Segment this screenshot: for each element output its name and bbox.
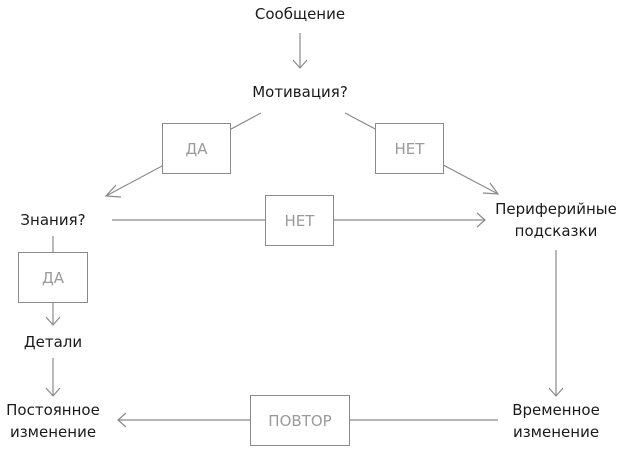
node-temporary-change: Временное изменение [496,399,616,443]
label-knowledge-yes: ДА [18,252,88,303]
node-details: Детали [23,333,83,351]
node-peripheral-line1: Периферийные [495,200,617,218]
node-temporary-line2: изменение [512,423,600,441]
node-permanent-change: Постоянное изменение [0,399,106,443]
label-motivation-no: НЕТ [375,123,444,174]
arrowhead [482,182,500,195]
node-peripheral-line2: подсказки [514,222,598,240]
label-repeat: ПОВТОР [250,395,350,446]
node-permanent-line2: изменение [9,423,97,441]
label-motivation-yes: ДА [162,123,231,174]
arrowhead [104,184,122,198]
arrowhead [476,212,486,228]
node-message: Сообщение [254,5,346,23]
arrowhead [292,59,308,69]
arrowhead [548,387,564,397]
arrowhead [45,387,61,397]
node-permanent-line1: Постоянное [6,401,100,419]
arrowhead [117,412,127,428]
node-peripheral-cues: Периферийные подсказки [486,198,626,242]
node-motivation: Мотивация? [252,83,348,101]
label-knowledge-no: НЕТ [265,195,334,246]
arrowhead [45,316,61,326]
node-knowledge: Знания? [20,211,86,229]
node-temporary-line1: Временное [512,401,600,419]
